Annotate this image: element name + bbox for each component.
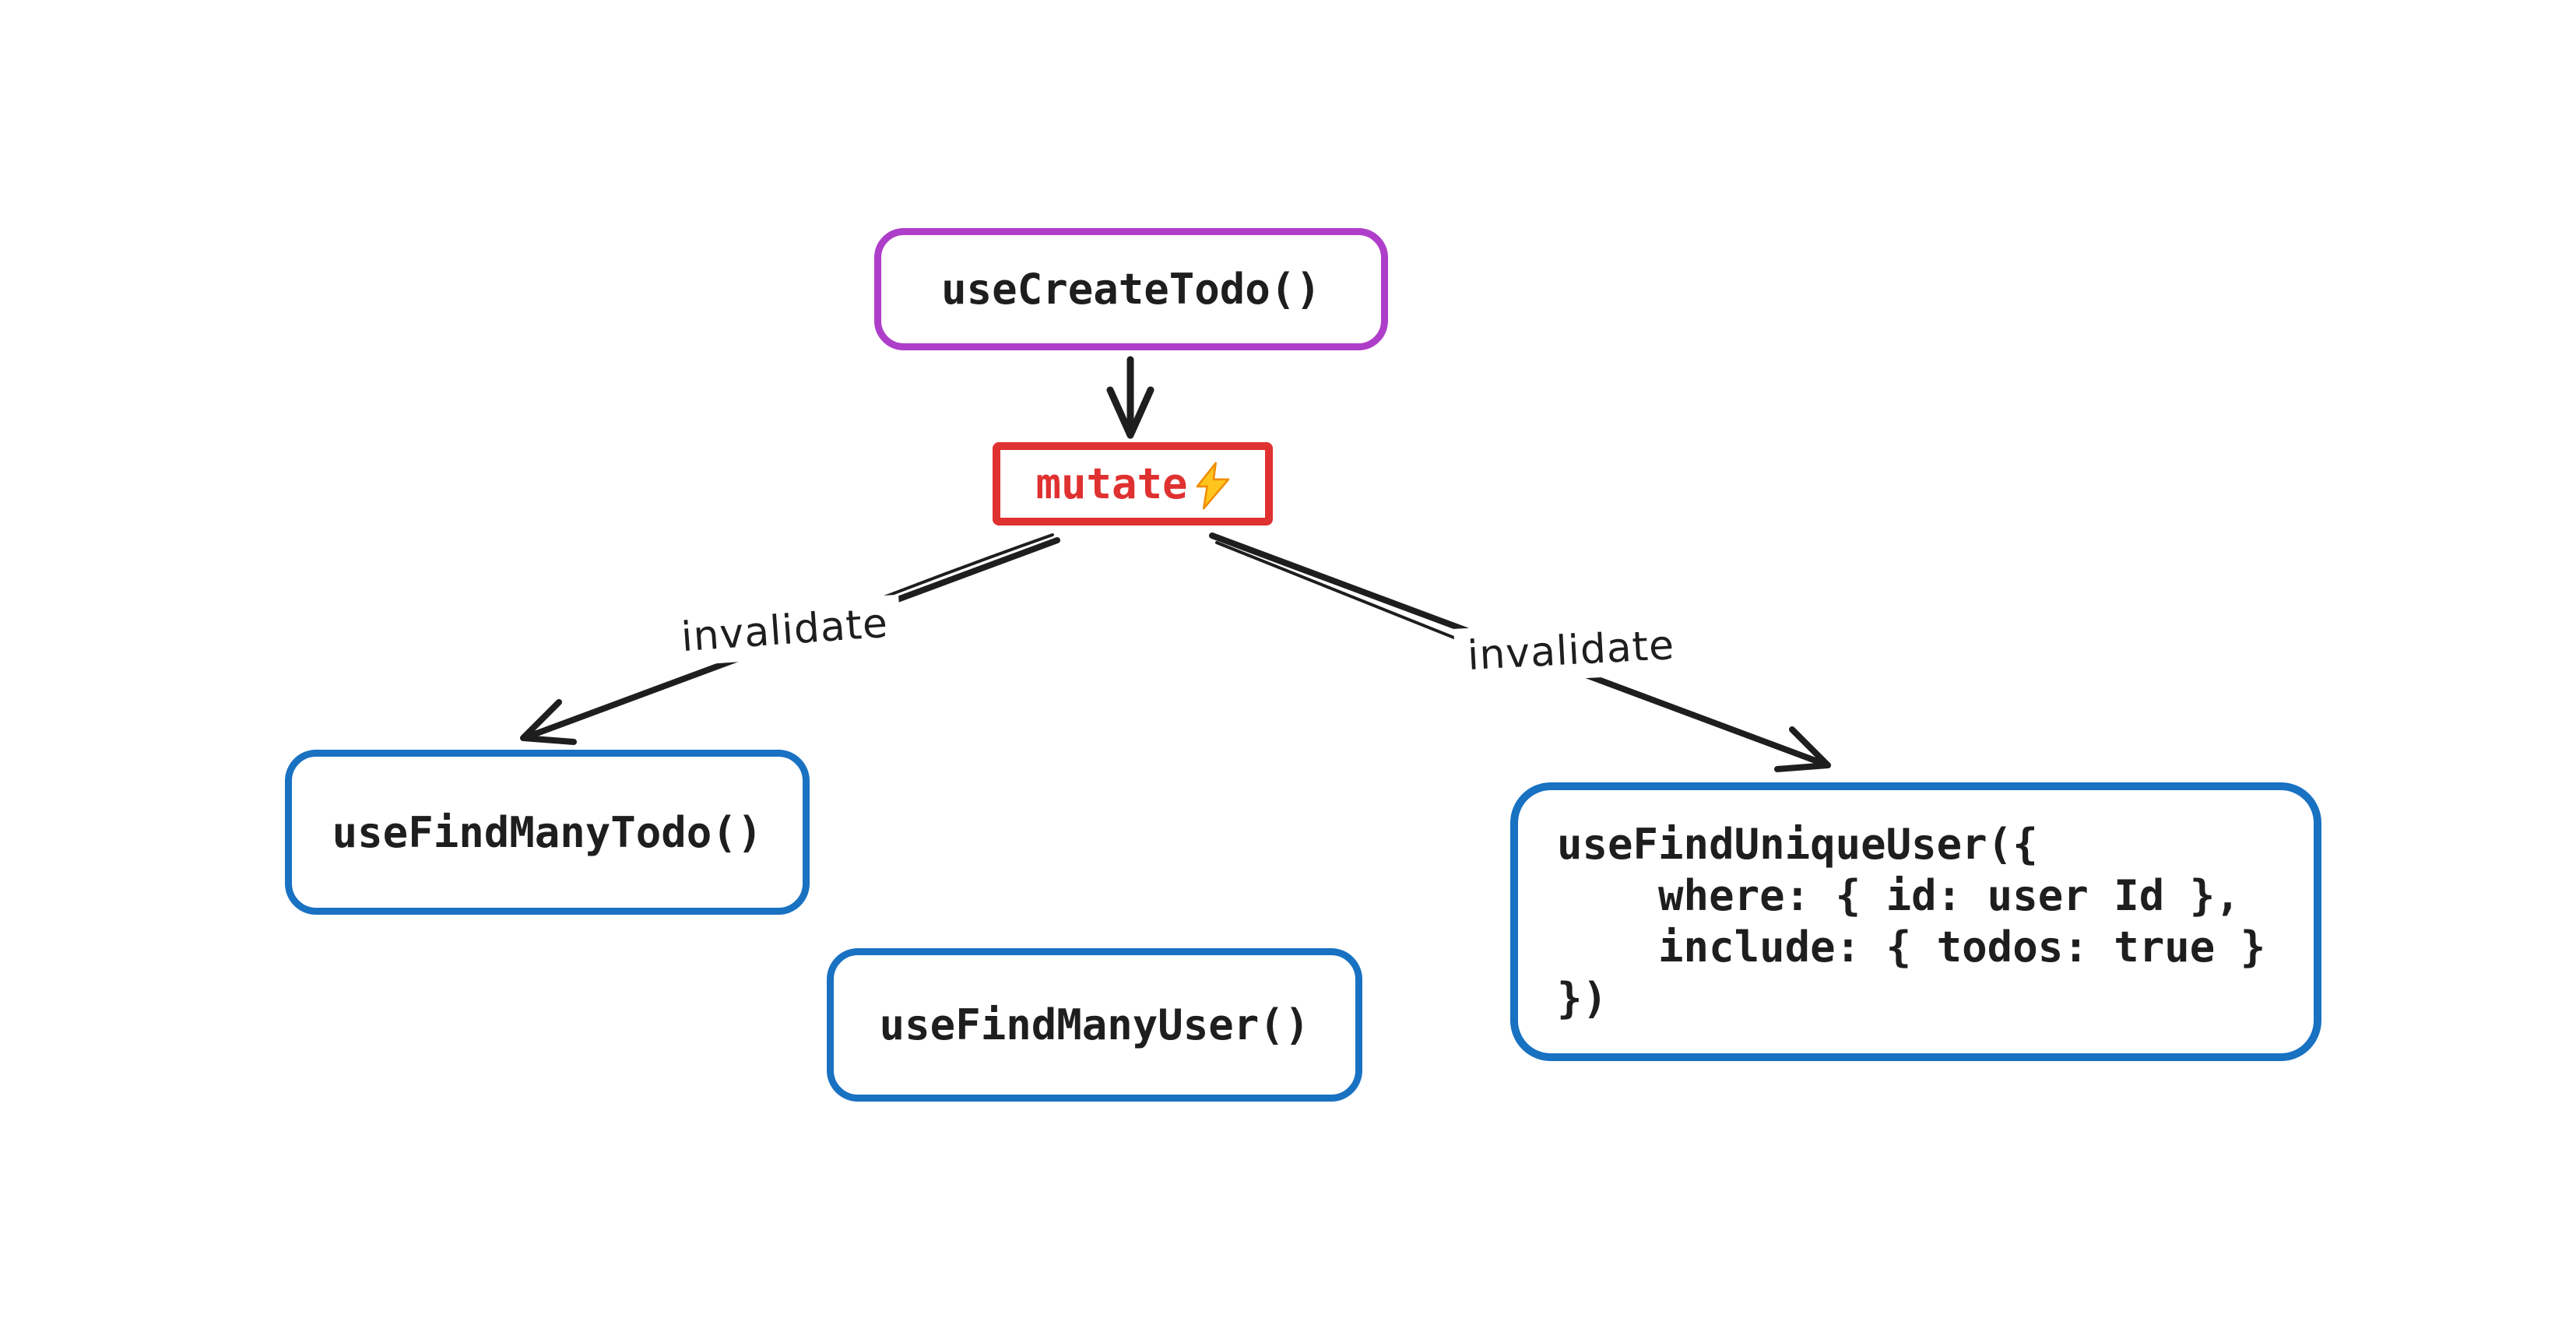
node-use-find-many-user: useFindManyUser()	[827, 948, 1362, 1102]
node-use-find-many-todo-label: useFindManyTodo()	[332, 807, 763, 857]
code-line-4: })	[1557, 974, 1608, 1023]
edge-label-invalidate-left: invalidate	[666, 594, 903, 667]
code-line-2: where: { id: user Id },	[1557, 871, 2240, 920]
edge-label-invalidate-right: invalidate	[1453, 617, 1689, 685]
code-block: useFindUniqueUser({ where: { id: user Id…	[1557, 819, 2265, 1025]
code-line-3: include: { todos: true }	[1557, 923, 2266, 972]
node-use-find-unique-user: useFindUniqueUser({ where: { id: user Id…	[1510, 782, 2321, 1061]
code-line-1: useFindUniqueUser({	[1557, 820, 2038, 869]
lightning-bolt-icon	[1196, 462, 1229, 509]
edge-create-to-mutate	[1106, 356, 1154, 439]
node-mutate-label: mutate	[1035, 459, 1188, 508]
node-use-find-many-todo: useFindManyTodo()	[285, 750, 810, 915]
node-use-find-many-user-label: useFindManyUser()	[879, 1000, 1310, 1049]
node-mutate: mutate	[993, 442, 1273, 525]
node-use-create-todo: useCreateTodo()	[874, 228, 1388, 350]
node-use-create-todo-label: useCreateTodo()	[941, 265, 1321, 314]
